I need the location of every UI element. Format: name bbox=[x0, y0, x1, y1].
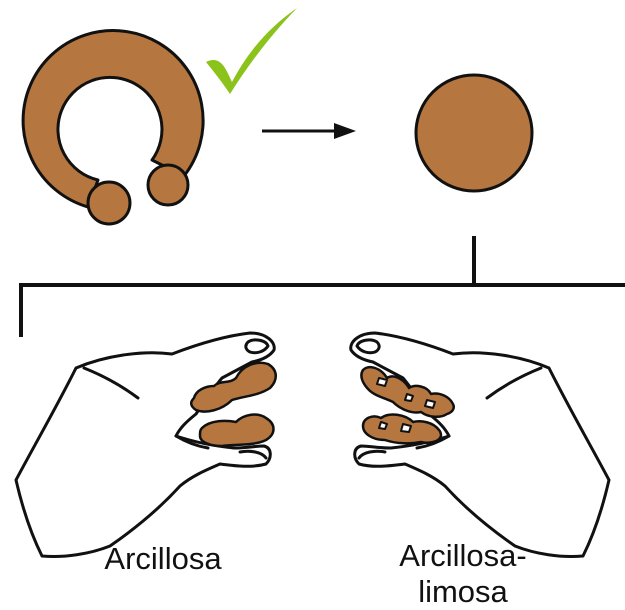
soil-ball bbox=[416, 75, 532, 191]
right-hand-thumbnail bbox=[357, 340, 379, 353]
label-clay-silt-line1: Arcillosa- bbox=[378, 538, 548, 574]
label-clay-silt-line2: limosa bbox=[378, 574, 548, 610]
crack bbox=[405, 394, 413, 401]
right-arrow-icon bbox=[262, 123, 356, 139]
connector-lines bbox=[19, 236, 625, 337]
soil-ring-right-end bbox=[148, 165, 188, 205]
soil-ring bbox=[23, 31, 203, 224]
crack bbox=[377, 378, 387, 386]
left-hand-thumbnail bbox=[246, 340, 268, 353]
check-mark-icon bbox=[206, 8, 297, 94]
right-hand bbox=[351, 333, 609, 557]
clay-ribbon-lower bbox=[200, 415, 274, 446]
right-hand-outline bbox=[351, 333, 609, 557]
crack bbox=[379, 422, 387, 429]
label-clay: Arcillosa bbox=[78, 541, 248, 577]
crack bbox=[425, 400, 435, 408]
soil-ring-left-end bbox=[88, 182, 130, 224]
crack bbox=[401, 424, 411, 432]
